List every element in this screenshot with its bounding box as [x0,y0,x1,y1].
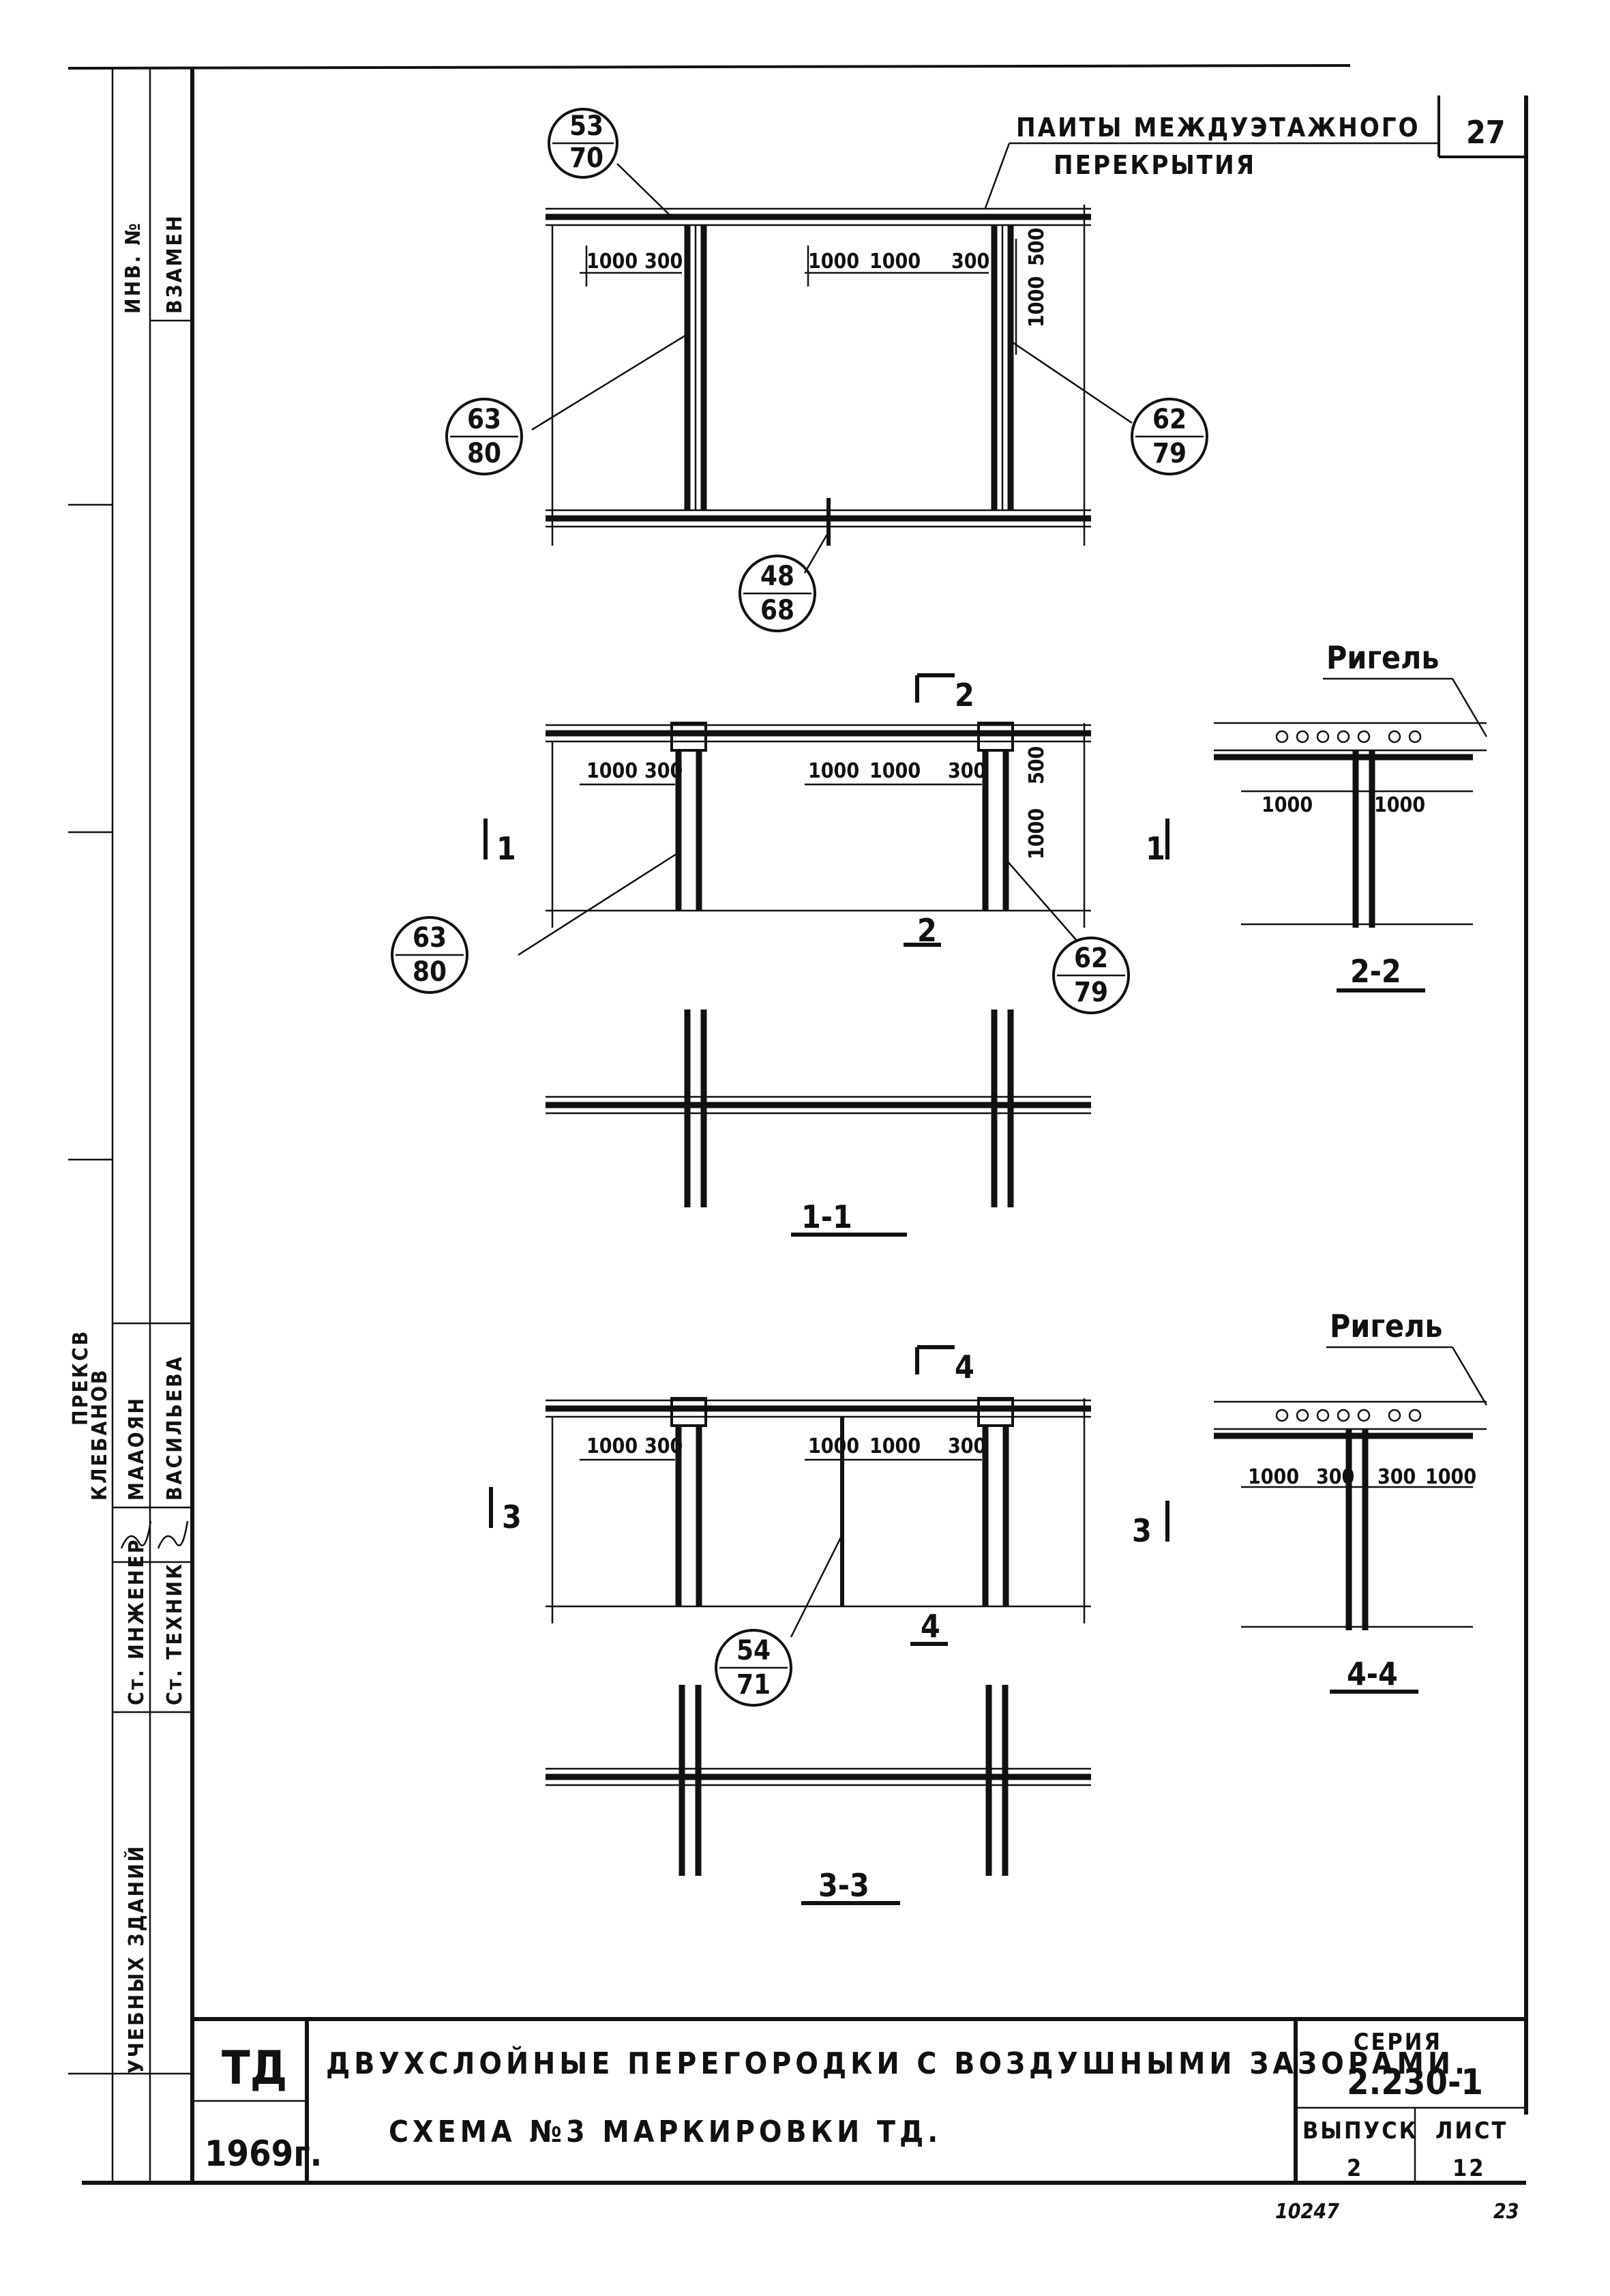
tb-code: ТД [222,2042,287,2095]
side-text-schools: УЧЕБНЫХ ЗДАНИЙ [124,1844,149,2074]
mark-bottom: 71 [736,1669,771,1701]
plan-mid-dim-4: 1000 [869,759,921,783]
plan-low-dim-4: 1000 [869,1434,921,1458]
mark-top: 63 [413,922,447,954]
signature-scribble-2 [120,1520,152,1549]
plan-low: 1000 300 1000 1000 300 4 3 3 4 [489,1345,1169,1646]
slab-label-line1: ПАИТЫ МЕЖДУЭТАЖНОГО [1016,113,1420,143]
section-1-1: 1-1 [546,1010,1091,1237]
plan-mid-mark-2: 62 79 [1005,859,1130,1014]
side-text-name-1: КЛЕБАНОВ [88,1368,112,1501]
side-text-name-2: ПРЕКСВ [69,1329,93,1426]
sec44-title: 4-4 [1347,1655,1398,1692]
section-2-2: 1000 1000 Ригель 2-2 [1214,639,1488,992]
sec44-dim-3: 300 [1377,1465,1416,1489]
mark-bottom: 70 [569,143,603,174]
tb-title-line2: СХЕМА №3 МАРКИРОВКИ ТД. [389,2115,942,2149]
plan-mid-dim-5: 300 [948,759,986,783]
plan-top-dim-4: 1000 [869,250,921,274]
side-text-replace: ВЗАМЕН [163,214,187,314]
tb-series-label: СЕРИЯ [1354,2029,1442,2056]
plan-top-dim-1: 1000 [586,250,638,274]
tb-year: 1969г. [205,2134,322,2175]
cut-label-1-left: 1 [496,830,516,867]
section-3-3: 3-3 [546,1685,1091,1905]
sec22-dim-1: 1000 [1262,793,1313,817]
sec22-dim-2: 1000 [1374,793,1425,817]
bottom-number-left: 10247 [1275,2200,1339,2224]
cut-label-4-bottom: 4 [921,1608,940,1645]
cut-label-1-right: 1 [1146,830,1165,867]
title-block: ТД 1969г. ДВУХСЛОЙНЫЕ ПЕРЕГОРОДКИ С ВОЗД… [192,2017,1526,2224]
section-4-4: 1000 300 300 1000 Ригель 4-4 [1214,1308,1488,1694]
plan-top-dim-7: 1000 [1025,276,1049,327]
signature-scribble-1 [157,1520,189,1549]
mark-top: 62 [1152,404,1187,435]
plan-low-dim-2: 300 [644,1434,683,1458]
side-text-name-3: МААОЯН [125,1396,149,1501]
tb-issue-value: 2 [1347,2155,1363,2182]
sec44-beam-label: Ригель [1330,1308,1443,1344]
plan-mid-dim-3: 1000 [808,759,859,783]
plan-low-mark-1: 54 71 [715,1534,844,1707]
plan-top-dim-6: 500 [1025,228,1049,266]
sec22-beam-label: Ригель [1326,639,1440,676]
cut-label-3-right: 3 [1132,1512,1152,1549]
sec33-title: 3-3 [818,1867,869,1904]
cut-label-4-top: 4 [955,1349,974,1385]
mark-top: 48 [760,561,794,592]
cut-label-2-top: 2 [955,677,974,713]
cut-label-2-bottom: 2 [917,912,937,949]
corner-number-box: 27 [1437,95,1526,158]
plan-top-mark-4: 48 68 [739,531,830,632]
plan-top-mark-1: 53 70 [548,108,672,218]
mark-bottom: 68 [760,595,794,626]
slab-label-line2: ПЕРЕКРЫТИЯ [1054,150,1256,180]
side-text-role-2: Ст. ТЕХНИК [163,1562,187,1705]
mark-top: 54 [736,1635,771,1666]
plan-mid-dim-7: 1000 [1025,808,1049,859]
plan-mid: 1000 300 1000 1000 300 500 1000 2 1 1 2 [483,673,1169,949]
tb-sheet-label: ЛИСТ [1435,2117,1508,2145]
plan-mid-dim-1: 1000 [586,759,638,783]
mark-top: 63 [467,404,501,435]
side-text-role-1: Ст. ИНЖЕНЕР [125,1537,149,1705]
plan-mid-mark-1: 63 80 [391,851,679,994]
plan-top-mark-2: 63 80 [445,333,688,475]
plan-top-dim-5: 300 [951,250,989,274]
sec44-dim-4: 1000 [1425,1465,1476,1489]
tb-sheet-value: 12 [1452,2155,1486,2182]
sec22-title: 2-2 [1350,953,1401,990]
sec44-dim-2: 300 [1316,1465,1354,1489]
plan-top-dim-3: 1000 [808,250,859,274]
sec11-title: 1-1 [801,1198,852,1235]
corner-number: 27 [1466,114,1506,151]
cut-label-3-left: 3 [502,1499,522,1535]
side-text-name-4: ВАСИЛЬЕВА [163,1355,187,1501]
plan-mid-dim-2: 300 [644,759,683,783]
plan-top-dim-2: 300 [644,250,683,274]
mark-bottom: 80 [413,956,447,988]
plan-low-dim-5: 300 [948,1434,986,1458]
mark-top: 62 [1074,943,1108,974]
sheet-frame [68,64,1528,2185]
side-text-inv: ИНВ. № [121,221,145,314]
plan-low-dim-1: 1000 [586,1434,638,1458]
side-stamp: УЧЕБНЫХ ЗДАНИЙ ИНВ. № ВЗАМЕН Ст. ИНЖЕНЕР… [68,214,192,2075]
sec44-dim-1: 1000 [1248,1465,1299,1489]
plan-top: 1000 300 1000 1000 300 500 1000 ПАИТЫ МЕ… [546,113,1439,546]
tb-issue-label: ВЫПУСК [1302,2117,1418,2145]
tb-title-line1: ДВУХСЛОЙНЫЕ ПЕРЕГОРОДКИ С ВОЗДУШНЫМИ ЗАЗ… [326,2045,1469,2081]
bottom-number-right: 23 [1493,2200,1519,2224]
mark-bottom: 79 [1152,438,1187,469]
mark-top: 53 [569,111,603,142]
plan-low-dim-3: 1000 [808,1434,859,1458]
tb-series-value: 2.230-1 [1347,2062,1483,2103]
mark-bottom: 80 [467,438,501,469]
plan-mid-dim-6: 500 [1025,746,1049,784]
mark-bottom: 79 [1074,977,1108,1008]
plan-top-mark-3: 62 79 [1010,340,1208,475]
